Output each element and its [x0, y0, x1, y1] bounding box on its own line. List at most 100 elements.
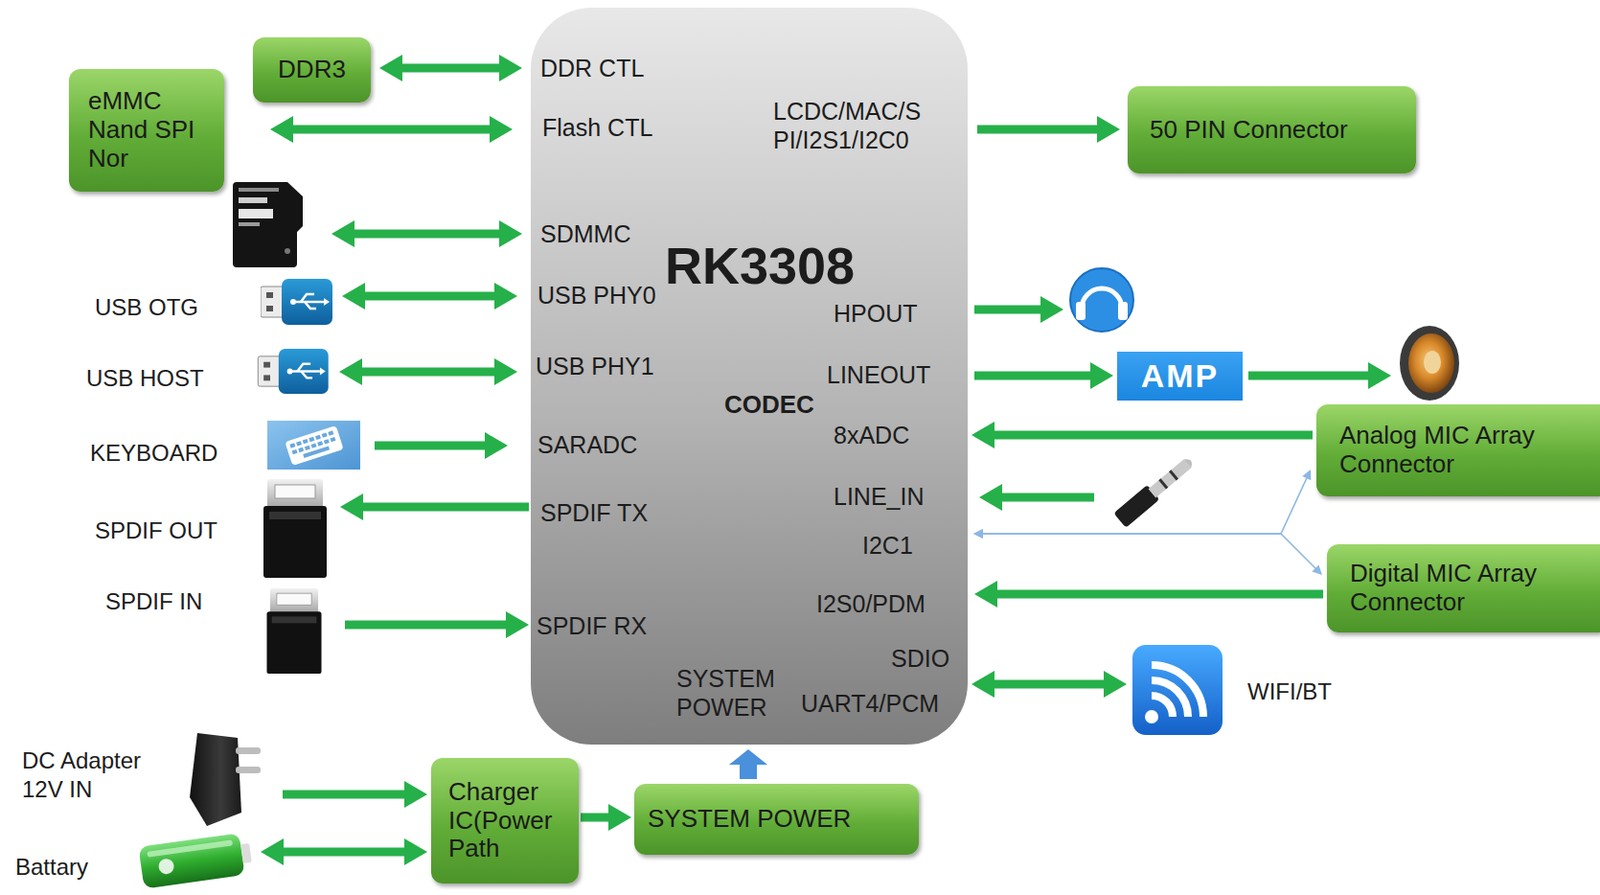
connector-line — [358, 367, 498, 377]
peripheral-node: KEYBOARD — [90, 420, 361, 470]
box-label: SYSTEM POWER — [647, 804, 910, 834]
headphone-icon — [1118, 301, 1128, 320]
box-label: DDR3 — [262, 55, 362, 85]
hpout-arrow — [1040, 296, 1064, 323]
module-box: 50 PIN Connector — [1127, 86, 1417, 174]
pin-label: 8xADC — [833, 420, 910, 450]
microsd-card — [238, 208, 274, 219]
soc-chip: RK3308DDR CTLFlash CTLLCDC/MAC/S PI/I2S1… — [530, 7, 968, 745]
connector-arrow — [580, 803, 632, 831]
peripheral-label: SPDIF OUT — [94, 516, 218, 546]
connector-line — [739, 762, 757, 779]
headphone-icon — [1075, 301, 1086, 320]
connector-line — [580, 813, 613, 823]
connector-arrow — [344, 611, 529, 639]
sdmmc-arrow — [352, 229, 502, 239]
amp-speaker-arrow — [1368, 362, 1392, 389]
arrow-head — [404, 780, 428, 808]
pin-label: CODEC — [724, 389, 815, 420]
wifi-icon — [1132, 644, 1223, 735]
pin-label: HPOUT — [833, 298, 918, 328]
peripheral-label: KEYBOARD — [90, 438, 218, 468]
battery-icon — [137, 832, 245, 889]
battery-icon — [240, 843, 252, 864]
amplifier-label: AMP — [1141, 357, 1220, 395]
arrow-head — [608, 803, 632, 831]
keyboard-icon — [284, 425, 343, 466]
pin-label: SPDIF TX — [540, 498, 648, 527]
microsd-card — [238, 187, 279, 192]
pin-label: LINEOUT — [826, 360, 931, 389]
peripheral-node: DC Adapter 12V IN — [22, 726, 264, 829]
arrow-head — [505, 611, 529, 639]
module-box: SYSTEM POWER — [634, 783, 919, 855]
connector-arrow — [340, 493, 529, 521]
box-label: Charger IC(Power Path — [448, 777, 564, 865]
arrow-head — [973, 528, 983, 539]
box-label: Digital MIC Array Connector — [1349, 559, 1581, 618]
arrow-head — [729, 749, 768, 765]
module-box: eMMC Nand SPI Nor — [68, 68, 225, 192]
power-adapter-icon — [189, 732, 261, 826]
connector-line — [990, 431, 1313, 440]
amp-speaker-arrow — [1248, 371, 1371, 381]
peripheral-label: WIFI/BT — [1247, 677, 1332, 707]
connector-arrow — [977, 115, 1120, 143]
power-adapter-icon — [235, 747, 261, 755]
box-label: Analog MIC Array Connector — [1339, 421, 1572, 480]
audio-jack-icon — [1113, 453, 1197, 528]
usb-icon — [260, 278, 333, 325]
arrow-head — [340, 493, 364, 521]
connector-line — [982, 477, 1308, 534]
pin-label: LINE_IN — [833, 481, 924, 511]
arrow-head — [1097, 115, 1120, 143]
peripheral-node: USB OTG — [94, 278, 333, 325]
arrow-head — [342, 282, 366, 310]
connector-line — [398, 64, 503, 73]
audio-jack-icon — [1148, 458, 1191, 498]
module-box: Analog MIC Array Connector — [1316, 404, 1600, 497]
wifi-icon — [1144, 709, 1159, 724]
connector-arrow — [729, 749, 768, 779]
arrow-head — [494, 282, 518, 310]
connector-arrow — [973, 528, 1323, 575]
microsd-card — [284, 248, 291, 254]
keyboard-icon — [303, 447, 330, 457]
audio-jack-icon — [1168, 469, 1179, 480]
connector-arrow — [260, 838, 428, 866]
connector-arrow — [974, 362, 1114, 389]
module-box: Digital MIC Array Connector — [1326, 544, 1600, 633]
usb-icon — [257, 348, 328, 394]
connector-line — [359, 502, 529, 512]
peripheral-label: Battary — [15, 852, 89, 882]
connector-arrow — [973, 469, 1311, 539]
power-adapter-icon — [189, 732, 242, 826]
connector-line — [977, 125, 1101, 135]
keyboard-icon — [267, 420, 361, 470]
box-label: 50 PIN Connector — [1149, 115, 1405, 145]
keyboard-icon — [292, 438, 337, 454]
connector-arrow — [339, 358, 518, 386]
audio-jack-icon — [1183, 456, 1195, 468]
line-in-arrow — [979, 483, 1003, 511]
headphone-icon — [1070, 268, 1134, 332]
connector-arrow — [971, 421, 1313, 449]
battery-icon — [137, 831, 253, 890]
pin-label: SPDIF RX — [536, 611, 647, 640]
box-label: eMMC Nand SPI Nor — [88, 87, 206, 174]
connector-arrow — [374, 432, 508, 459]
peripheral-node: USB HOST — [86, 348, 330, 394]
connector-line — [993, 590, 1324, 599]
pin-label: USB PHY1 — [535, 351, 655, 381]
arrow-head — [974, 580, 998, 608]
peripheral-node: SPDIF OUT — [94, 479, 327, 578]
pin-label: SDIO — [891, 643, 950, 673]
chip-title: RK3308 — [664, 234, 855, 298]
peripheral-node: Battary — [15, 831, 255, 890]
connector-line — [374, 441, 489, 451]
pin-label: LCDC/MAC/S PI/I2S1/I2C0 — [773, 96, 929, 155]
keyboard-icon — [290, 432, 335, 447]
optical-connector — [266, 588, 321, 674]
wifi-icon — [1151, 695, 1173, 717]
connector-arrow — [342, 282, 518, 310]
